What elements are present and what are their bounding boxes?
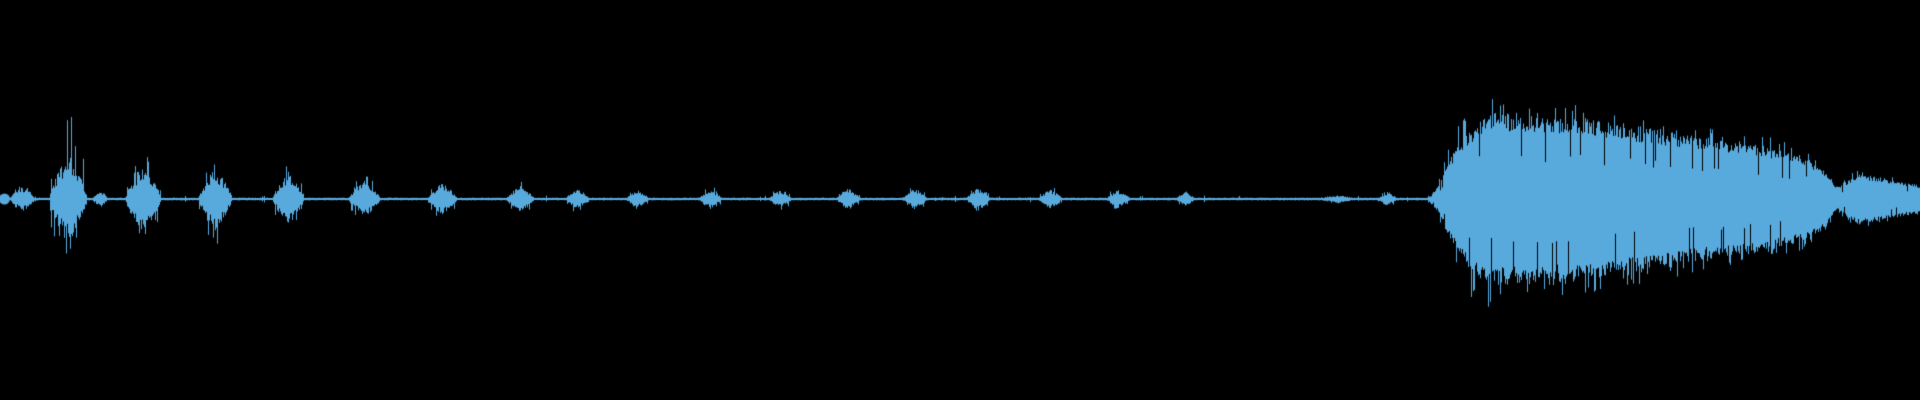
waveform-panel xyxy=(0,0,1920,400)
audio-waveform xyxy=(0,0,1920,400)
